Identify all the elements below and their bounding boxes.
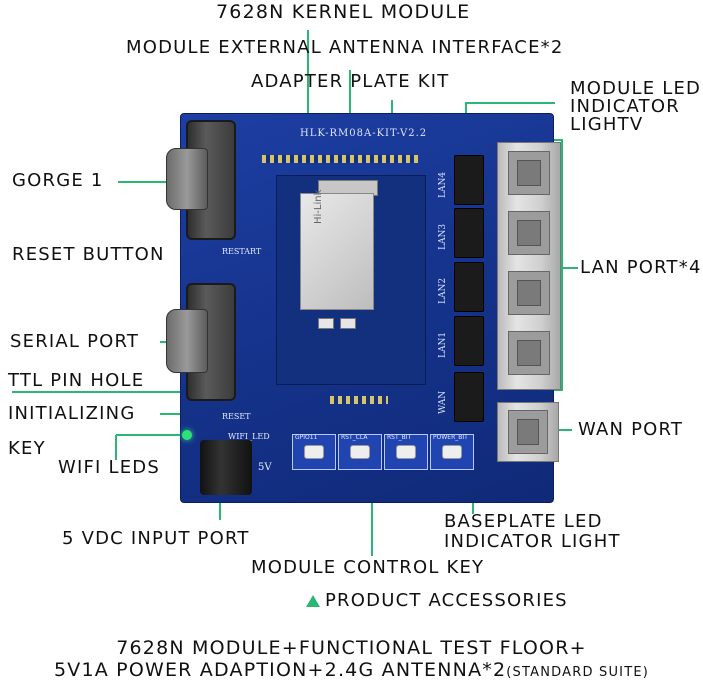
caption-line-2-small: (STANDARD SUITE)	[506, 665, 650, 680]
label-product-accessories: PRODUCT ACCESSORIES	[306, 591, 568, 611]
label-adapter-plate: ADAPTER PLATE KIT	[251, 71, 450, 92]
key-power-bit: POWER_BIT	[430, 434, 474, 470]
key-gpio11: GPIO11	[292, 434, 336, 470]
label-kernel-module: 7628N KERNEL MODULE	[216, 1, 471, 23]
kernel-module: Hi-Link	[300, 189, 374, 310]
lan3-transformer	[454, 208, 484, 258]
gorge-connector	[166, 120, 236, 240]
label-key: KEY	[8, 438, 46, 459]
label-baseplate-led-2: INDICATOR LIGHT	[444, 531, 621, 552]
lan4-transformer	[454, 155, 484, 205]
key-rst-bit-label: RST_BIT	[387, 434, 412, 441]
label-reset-button: RESET BUTTON	[12, 244, 165, 265]
wifi-led-silk: WIFI_LED	[228, 432, 270, 441]
label-wifi-leds: WIFI LEDS	[58, 457, 160, 478]
lan2-silk: LAN2	[438, 277, 448, 304]
caption-line-1: 7628N MODULE+FUNCTIONAL TEST FLOOR+	[116, 637, 587, 659]
wifi-led	[182, 430, 192, 440]
triangle-icon	[306, 595, 320, 607]
label-lan-port: LAN PORT*4	[580, 257, 702, 278]
label-module-led-2: INDICATOR	[570, 96, 680, 117]
key-rst-cla: RST_CLA	[338, 434, 382, 470]
five-v-silk: 5V	[258, 462, 272, 473]
lan4-silk: LAN4	[438, 171, 448, 198]
key-rst-cla-label: RST_CLA	[341, 434, 368, 441]
wan-transformer	[454, 372, 484, 422]
lan1-silk: LAN1	[438, 331, 448, 358]
module-logo: Hi-Link	[313, 189, 324, 224]
lan1-transformer	[454, 316, 484, 366]
reset-silk: RESET	[222, 412, 251, 421]
label-gorge: GORGE 1	[12, 170, 104, 191]
label-external-antenna: MODULE EXTERNAL ANTENNA INTERFACE*2	[126, 37, 564, 58]
antenna-interface-2	[340, 318, 356, 329]
label-module-control-key: MODULE CONTROL KEY	[251, 557, 485, 578]
lan2-transformer	[454, 262, 484, 312]
key-gpio11-label: GPIO11	[295, 434, 318, 441]
lan3-silk: LAN3	[438, 223, 448, 250]
label-serial-port: SERIAL PORT	[10, 331, 140, 352]
label-ttl-pin-hole: TTL PIN HOLE	[8, 370, 145, 391]
serial-port-connector	[166, 283, 236, 401]
key-rst-bit: RST_BIT	[384, 434, 428, 470]
label-initializing: INITIALIZING	[8, 403, 136, 424]
label-baseplate-led-1: BASEPLATE LED	[444, 511, 603, 532]
label-input-port: 5 VDC INPUT PORT	[62, 528, 250, 549]
header-pin-row	[262, 155, 418, 163]
board-title: HLK-RM08A-KIT-V2.2	[300, 128, 428, 139]
antenna-interface-1	[318, 318, 334, 329]
wan-silk: WAN	[438, 390, 448, 414]
label-module-led-3: LIGHTV	[570, 114, 644, 135]
product-accessories-text: PRODUCT ACCESSORIES	[325, 590, 568, 611]
label-wan-port: WAN PORT	[578, 419, 684, 440]
lan-port-stack	[497, 142, 561, 390]
label-module-led-1: MODULE LED	[570, 78, 702, 99]
caption-line-2: 5V1A POWER ADAPTION+2.4G ANTENNA*2(STAND…	[0, 660, 703, 683]
wan-port	[497, 402, 559, 462]
key-power-bit-label: POWER_BIT	[433, 434, 468, 441]
dc-input-jack	[200, 440, 252, 495]
ttl-pin-hole	[330, 396, 388, 404]
restart-silk: RESTART	[222, 247, 262, 256]
caption-line-2-main: 5V1A POWER ADAPTION+2.4G ANTENNA*2	[53, 659, 507, 681]
